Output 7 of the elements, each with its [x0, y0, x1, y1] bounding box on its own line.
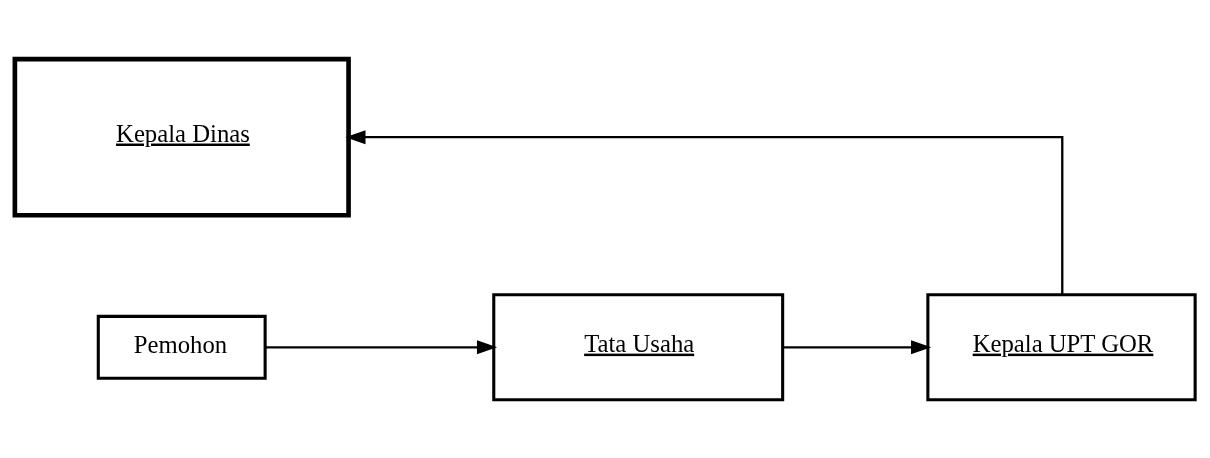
node-box: Tata Usaha	[492, 292, 785, 401]
arrow	[782, 339, 932, 354]
node-box: Kepala UPT GOR	[926, 292, 1197, 401]
node-box: Pemohon	[96, 314, 267, 380]
node-box: Kepala Dinas	[12, 56, 351, 218]
arrow	[345, 129, 1064, 294]
arrow	[265, 339, 498, 354]
